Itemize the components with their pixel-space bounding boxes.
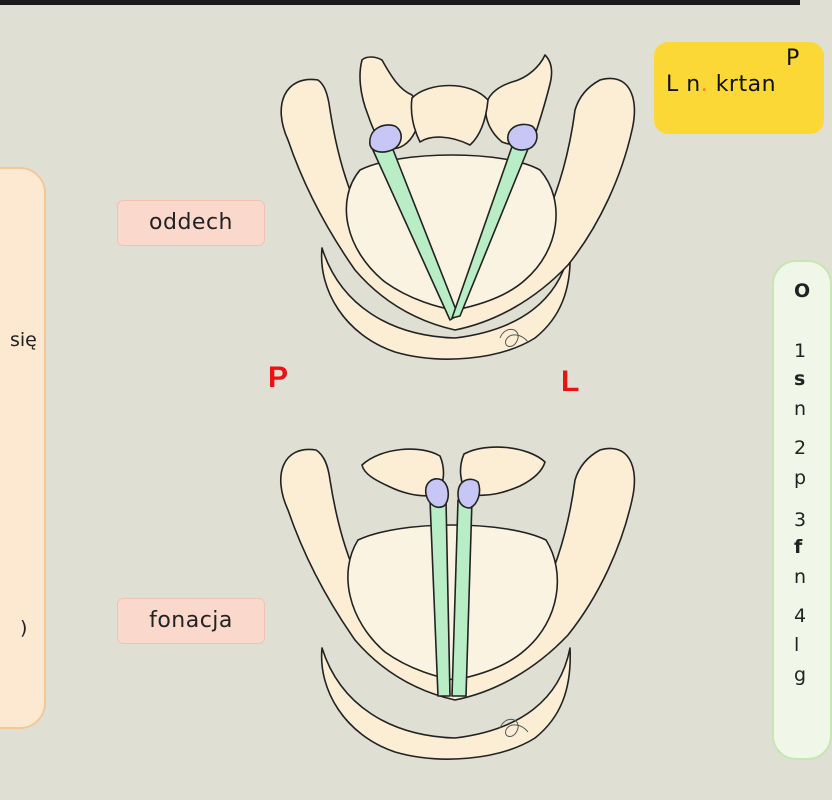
arytenoid-left bbox=[484, 54, 553, 146]
nerve-title-line1: P bbox=[786, 46, 800, 71]
left-text-panel: się ) bbox=[0, 167, 46, 729]
vocal-process-right-2 bbox=[424, 478, 450, 509]
label-phonation: fonacja bbox=[117, 598, 265, 644]
notes-item-3-number: 3 bbox=[794, 509, 807, 531]
left-panel-paren: ) bbox=[20, 617, 28, 639]
signature-mark-2 bbox=[499, 718, 529, 737]
larynx-breathing bbox=[280, 54, 636, 360]
notes-heading: O bbox=[794, 280, 811, 302]
notes-item-2-number: 2 bbox=[794, 437, 807, 459]
notes-item-1-number: 1 bbox=[794, 340, 807, 362]
interarytenoid-tissue bbox=[410, 84, 489, 146]
nerve-title-box: P L n. krtan bbox=[654, 42, 824, 134]
nerve-title-line2-b: krtan bbox=[708, 72, 777, 97]
larynx-diagrams bbox=[280, 54, 636, 760]
notes-item-4-number: 4 bbox=[794, 605, 807, 627]
notes-item-4-line1: l bbox=[794, 634, 800, 656]
notes-item-1-line2: n bbox=[794, 398, 807, 420]
nerve-title-dot: . bbox=[700, 72, 709, 97]
left-panel-text: się bbox=[10, 329, 37, 351]
vestibule-opening-2 bbox=[347, 524, 559, 681]
label-breathing: oddech bbox=[117, 200, 265, 246]
larynx-phonation bbox=[280, 446, 636, 760]
side-marker-right: P bbox=[268, 361, 289, 394]
vocal-process-left bbox=[507, 123, 538, 151]
notes-item-3-line1: f bbox=[794, 536, 803, 558]
notes-item-3-line2: n bbox=[794, 566, 807, 588]
nerve-title-line2: L n. krtan bbox=[666, 72, 776, 97]
signature-mark bbox=[499, 328, 529, 347]
window-top-bar bbox=[0, 0, 800, 5]
side-marker-left: L bbox=[561, 365, 580, 398]
nerve-title-line2-a: L n bbox=[666, 72, 701, 97]
cricoid-ring-back bbox=[320, 247, 571, 360]
cricoid-ring-back-2 bbox=[320, 647, 571, 760]
vocal-process-left-2 bbox=[457, 478, 481, 509]
notes-item-4-line2: g bbox=[794, 664, 807, 686]
right-notes-panel: O 1 s n 2 p 3 f n 4 l g bbox=[772, 260, 832, 760]
notes-item-1-line1: s bbox=[794, 368, 806, 390]
notes-item-2-line1: p bbox=[794, 467, 807, 489]
vocal-process-right bbox=[369, 124, 402, 153]
